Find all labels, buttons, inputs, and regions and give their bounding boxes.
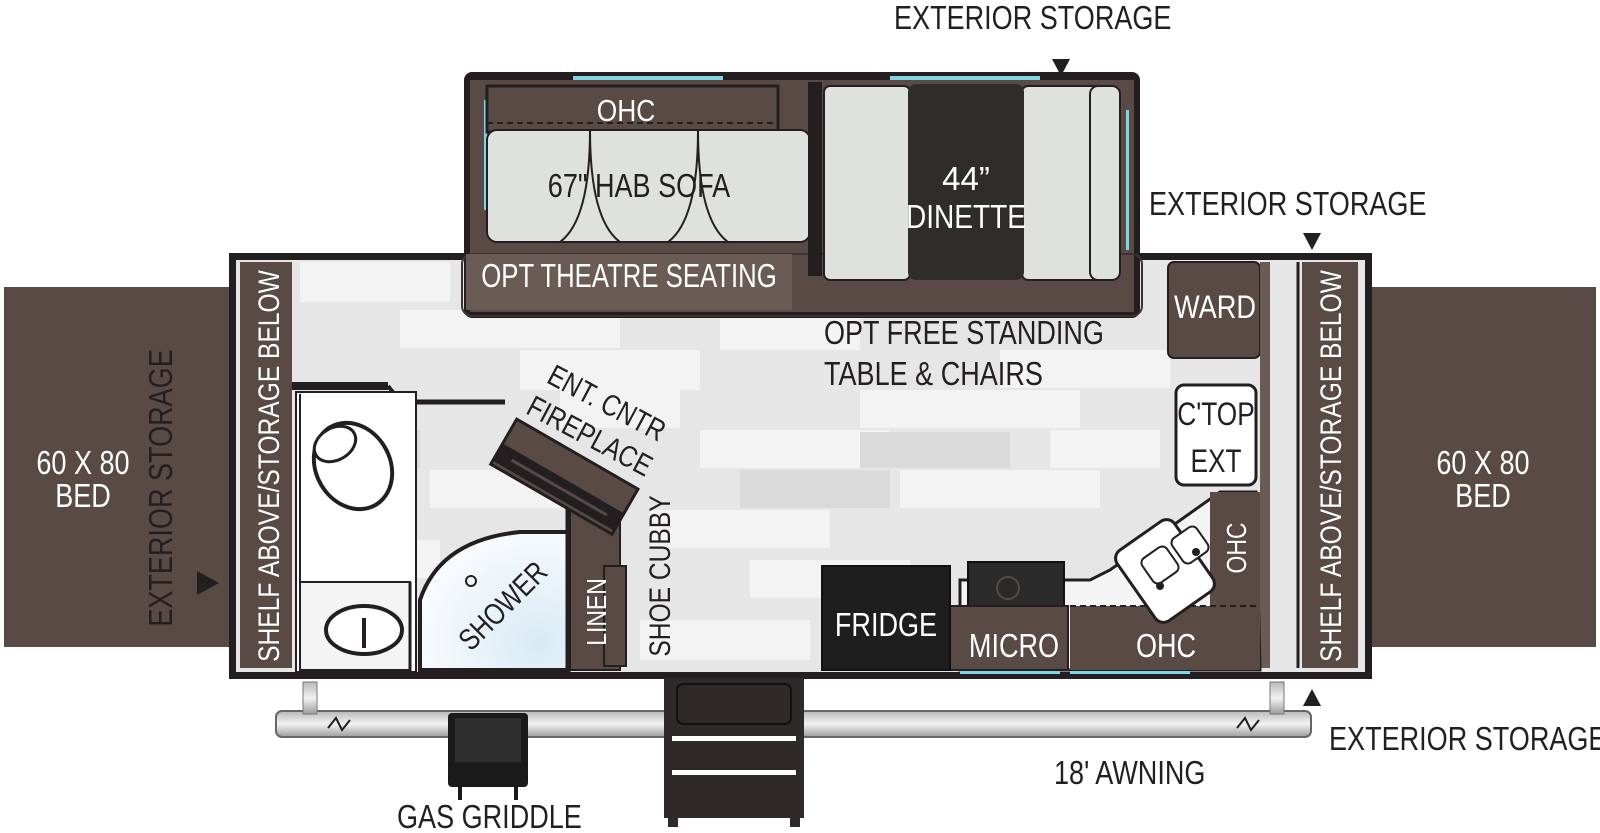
fireplace-unit [488, 417, 641, 537]
burner-grates [969, 576, 1051, 636]
ohc-top-label: OHC [597, 94, 656, 128]
dinette [823, 84, 1121, 281]
shelf-left-label: SHELF ABOVE/STORAGE BELOW [252, 270, 286, 662]
theatre-band [466, 254, 792, 310]
arrow-left-storage [197, 571, 219, 595]
dinette-table [908, 84, 1024, 280]
ohc-top-cabinet [485, 84, 780, 134]
gas-griddle [448, 713, 528, 800]
left-shelf [240, 262, 292, 668]
bed-left-label: BED [55, 479, 111, 515]
entry-steps [664, 678, 804, 827]
slide-window-left [484, 100, 487, 210]
ctop-ext-label: EXT [1190, 445, 1241, 480]
ext-storage-right-upper-label: EXTERIOR STORAGE [1149, 187, 1426, 223]
ward-label: WARD [1174, 290, 1256, 326]
countertop-extension [1174, 383, 1258, 487]
bed-left-size-label: 60 X 80 [36, 446, 129, 482]
awning-label: 18' AWNING [1054, 756, 1205, 792]
arrow-right-upper-storage [1303, 233, 1321, 250]
toilet [311, 420, 395, 512]
shelf-right-label: SHELF ABOVE/STORAGE BELOW [1314, 270, 1348, 662]
shower-stall [418, 530, 570, 672]
free-standing-label: OPT FREE STANDING [824, 316, 1104, 352]
window-bottom-2 [1070, 671, 1190, 674]
ohc-side-label: OHC [1222, 522, 1253, 573]
lavatory-sink [299, 581, 411, 671]
sofa [486, 129, 811, 243]
microwave-cabinet [949, 605, 1069, 671]
ohc-kitchen-label: OHC [1136, 629, 1196, 665]
slide-window-top-right [890, 76, 1040, 80]
dinette-size-label: 44” [942, 160, 990, 197]
kitchen-sink [1114, 518, 1216, 624]
theatre-seating-label: OPT THEATRE SEATING [481, 258, 776, 295]
right-bed-tent [1370, 287, 1596, 647]
right-shelf [1302, 262, 1358, 668]
window-bottom [960, 671, 1060, 674]
ext-storage-left-label: EXTERIOR STORAGE [144, 349, 180, 626]
ward-wall [1260, 262, 1270, 668]
left-bed-tent [4, 287, 230, 647]
shoe-cubby-label: SHOE CUBBY [643, 495, 677, 656]
sofa-label: 67" HAB SOFA [548, 169, 731, 205]
shower-drain [465, 575, 477, 587]
arrow-top-storage [1052, 59, 1070, 76]
bed-right-size-label: 60 X 80 [1436, 446, 1529, 482]
slide-window-right [1126, 110, 1129, 250]
slideout-trim [461, 253, 1143, 317]
linen-label: LINEN [582, 578, 613, 646]
slide-window-top-left [573, 76, 723, 80]
bed-right-label: BED [1455, 479, 1511, 515]
gas-griddle-label: GAS GRIDDLE [397, 800, 582, 833]
floor-tiles [300, 262, 1170, 660]
arrow-right-lower-storage [1303, 689, 1321, 706]
fridge-label: FRIDGE [835, 608, 937, 644]
table-chairs-label: TABLE & CHAIRS [824, 357, 1043, 393]
awning-arm-left [302, 681, 318, 715]
ohc-side-cabinet [1210, 492, 1260, 606]
ext-storage-right-lower-label: EXTERIOR STORAGE [1329, 722, 1600, 758]
ctop-label: C'TOP [1177, 398, 1254, 433]
sofa-divider [808, 82, 822, 276]
ext-storage-top-label: EXTERIOR STORAGE [894, 1, 1171, 37]
micro-label: MICRO [969, 629, 1059, 665]
fridge [821, 565, 951, 671]
awning-arm-right [1269, 681, 1285, 715]
dinette-label: DINETTE [906, 199, 1026, 236]
